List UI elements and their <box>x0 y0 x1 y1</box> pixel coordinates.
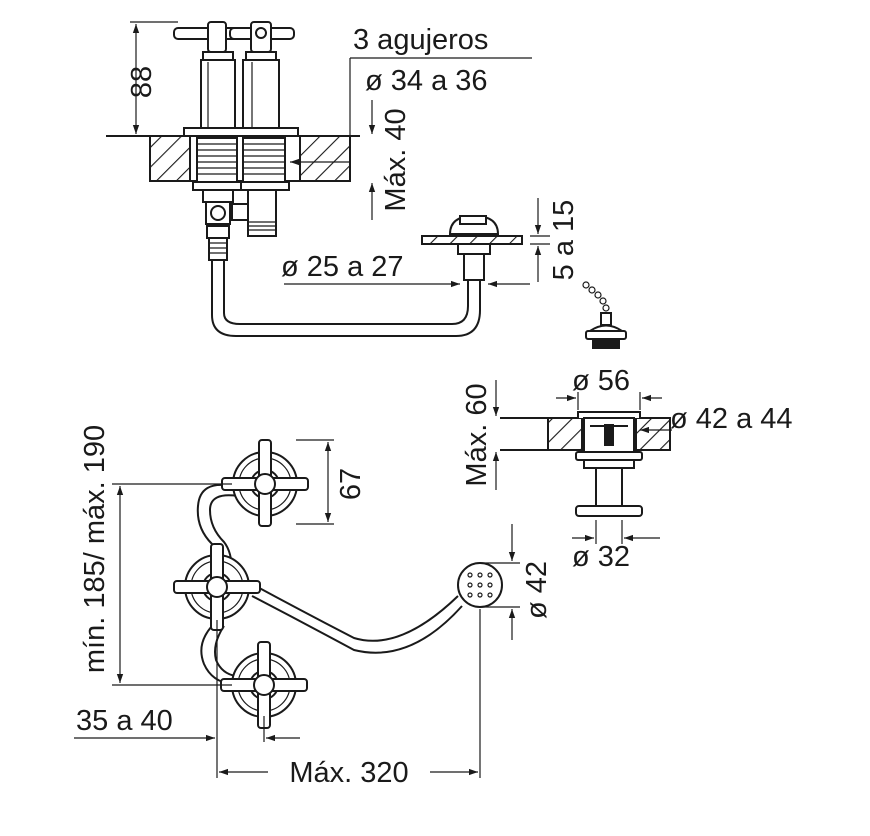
dim-max-thickness-top: Máx. 40 <box>368 100 412 220</box>
dim-holes: 3 agujeros ø 34 a 36 <box>290 24 532 166</box>
plan-hose-outlet <box>251 583 459 642</box>
label-spacing: mín. 185/ máx. 190 <box>79 425 111 673</box>
deck-flange <box>183 127 299 137</box>
drain-section-view: ø 56 Máx. 60 ø 42 a 44 ø 32 <box>461 365 793 573</box>
dim-handle-height: 88 <box>126 21 178 134</box>
threaded-shanks <box>192 137 290 191</box>
cross-handle-left <box>173 21 239 131</box>
dim-drain-hole-diameter: ø 42 a 44 <box>640 403 793 435</box>
dim-flange-gap: 5 a 15 <box>530 198 580 282</box>
dim-offset: 35 a 40 <box>74 620 300 778</box>
faucet-side-view: 88 3 agujeros ø 34 a 36 Máx. 40 ø 25 a 2… <box>106 21 627 349</box>
label-handle-height: 88 <box>126 66 158 98</box>
flexible-hose <box>211 260 481 337</box>
plan-handle-middle <box>173 543 261 631</box>
dim-drain-max-thickness: Máx. 60 <box>461 380 500 490</box>
plan-outlet-head <box>457 562 503 608</box>
label-holes: 3 agujeros <box>353 24 488 56</box>
label-flange-gap: 5 a 15 <box>548 200 580 281</box>
label-handle-width: 67 <box>335 468 367 500</box>
label-drain-max-thickness: Máx. 60 <box>461 383 493 486</box>
label-hole-diameter: ø 34 a 36 <box>365 65 488 97</box>
dim-outlet-diameter: ø 25 a 27 <box>281 251 530 288</box>
plan-handle-bottom <box>220 641 308 729</box>
dim-spacing: mín. 185/ máx. 190 <box>79 425 232 686</box>
label-drain-bottom-diameter: ø 32 <box>572 541 630 573</box>
label-drain-top-diameter: ø 56 <box>572 365 630 397</box>
faucet-plan-view: 67 mín. 185/ máx. 190 ø 42 35 a 40 <box>74 425 553 789</box>
label-outlet-diameter: ø 25 a 27 <box>281 251 404 283</box>
lower-connectors <box>202 189 277 261</box>
label-max-thickness-top: Máx. 40 <box>380 108 412 211</box>
label-outlet-head-diameter: ø 42 <box>521 561 553 619</box>
drain-body <box>575 411 643 517</box>
dim-drain-bottom-diameter: ø 32 <box>572 520 660 573</box>
dim-max-length: Máx. 320 <box>219 609 481 789</box>
label-offset: 35 a 40 <box>76 705 173 737</box>
chain-and-plug <box>582 281 627 349</box>
dim-drain-top-diameter: ø 56 <box>556 365 662 410</box>
label-max-length: Máx. 320 <box>289 757 408 789</box>
dim-handle-width: 67 <box>296 439 367 525</box>
spout <box>421 214 523 281</box>
cross-handle-right <box>229 21 295 131</box>
label-drain-hole-diameter: ø 42 a 44 <box>670 403 793 435</box>
dim-outlet-head-diameter: ø 42 <box>480 524 553 640</box>
plan-handle-top <box>221 439 309 527</box>
